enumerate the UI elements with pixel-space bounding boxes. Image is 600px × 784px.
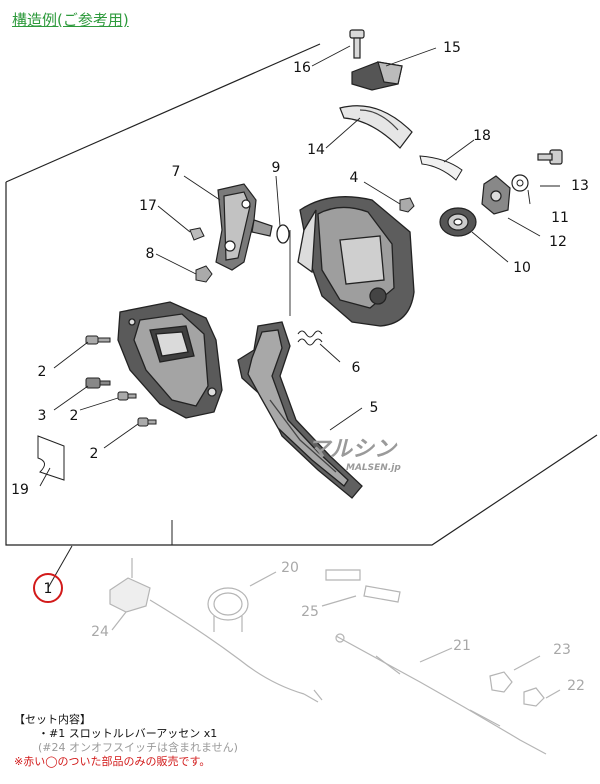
part-7-bracket [215, 183, 273, 271]
label-17: 17 [139, 198, 157, 214]
part-19-gasket [37, 435, 65, 481]
label-12: 12 [549, 234, 567, 250]
label-13: 13 [571, 178, 589, 194]
part-2-screw-a [85, 335, 111, 345]
part-10-bearing [439, 207, 477, 237]
label-14: 14 [307, 142, 325, 158]
part-13-bolt [537, 149, 563, 165]
label-4: 4 [350, 170, 359, 186]
part-16-screw [349, 29, 365, 59]
label-19: 19 [11, 482, 29, 498]
part-2-screw-c [137, 417, 157, 427]
watermark: マルシン MALSEN.jp [308, 437, 401, 473]
faded-parts [109, 558, 561, 755]
part-9-ring [276, 224, 290, 244]
label-11: 11 [551, 210, 569, 226]
label-18: 18 [473, 128, 491, 144]
label-20: 20 [281, 560, 299, 576]
label-23: 23 [553, 642, 571, 658]
part-4-nut [399, 197, 415, 213]
sales-note: ※赤い◯のついた部品のみの販売です。 [14, 755, 211, 768]
main-housing [297, 196, 415, 327]
svg-text:MALSEN.jp: MALSEN.jp [346, 463, 401, 473]
label-8: 8 [146, 246, 155, 262]
faded-labels: 17 24 25 19 21 20 [91, 604, 319, 640]
assembly-frame [5, 43, 598, 546]
part-6-spring [297, 330, 323, 346]
label-22: 22 [567, 678, 585, 694]
part-18-plate [419, 155, 463, 181]
part-17-clip [189, 227, 205, 241]
label-3: 3 [38, 408, 47, 424]
label-10: 10 [513, 260, 531, 276]
part-labels: 16 15 14 18 7 9 4 13 17 11 12 8 10 6 2 5… [11, 40, 589, 498]
page-title: 構造例(ご参考用) [12, 11, 129, 29]
label-1: 1 [44, 581, 53, 597]
svg-text:マルシン: マルシン [308, 437, 398, 462]
label-9: 9 [272, 160, 281, 176]
part-15-knob [351, 61, 403, 91]
label-6: 6 [352, 360, 361, 376]
label-2a: 2 [38, 364, 47, 380]
set-excluded: (#24 オンオフスイッチは含まれません) [38, 741, 238, 754]
label-5: 5 [370, 400, 379, 416]
set-item: ・#1 スロットルレバーアッセン x1 [38, 727, 218, 740]
part-8-nut [195, 265, 213, 283]
part-3-screw [85, 377, 111, 389]
set-contents: 【セット内容】 ・#1 スロットルレバーアッセン x1 (#24 オンオフスイッ… [14, 713, 238, 769]
leader-lines [39, 45, 560, 487]
faded-labels-extra: 20 21 23 22 [281, 560, 585, 694]
part-14-plate [339, 105, 413, 149]
highlight-part-1: 1 [33, 573, 63, 603]
part-5-lever [237, 321, 363, 499]
label-2c: 2 [90, 446, 99, 462]
label-16: 16 [293, 60, 311, 76]
label-21: 21 [453, 638, 471, 654]
label-7: 7 [172, 164, 181, 180]
label-15: 15 [443, 40, 461, 56]
leader-1 [47, 520, 173, 589]
label-24: 24 [91, 624, 109, 640]
part-2-screw-b [117, 391, 137, 401]
label-25: 25 [301, 604, 319, 620]
left-cover [117, 301, 223, 419]
label-2b: 2 [70, 408, 79, 424]
set-heading: 【セット内容】 [14, 713, 91, 726]
part-12-plate [481, 175, 511, 215]
